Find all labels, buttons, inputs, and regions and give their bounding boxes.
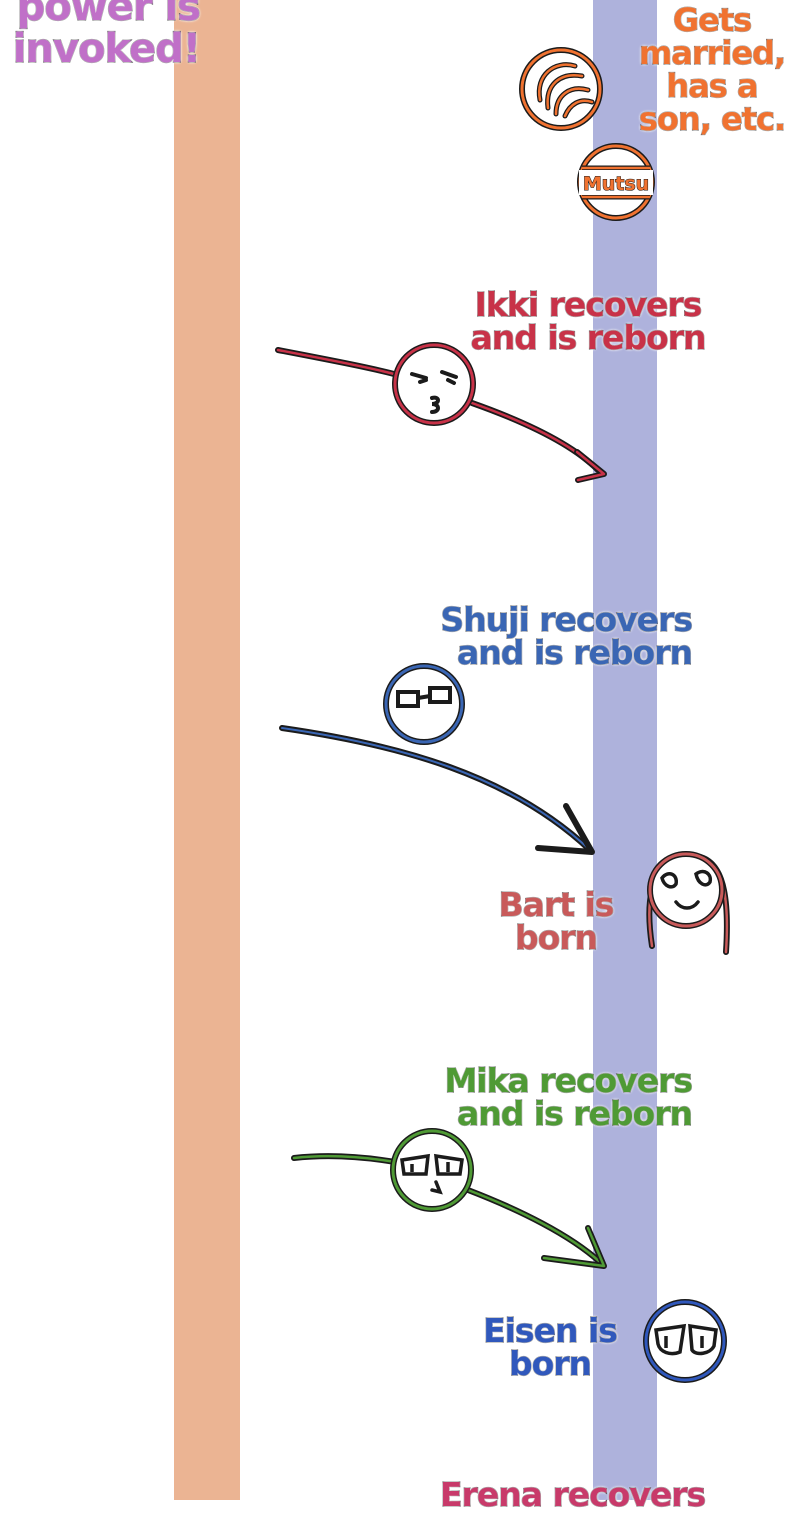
mutsu-character-icon: Mutsu bbox=[577, 143, 655, 221]
eisen-label: Eisen is born bbox=[482, 1311, 618, 1383]
ikki-arrow bbox=[275, 347, 607, 483]
bart-face-icon bbox=[646, 851, 730, 955]
mutsu-label: Mutsu bbox=[583, 173, 649, 195]
shuji-arrow bbox=[279, 725, 595, 855]
mika-face-icon bbox=[390, 1128, 474, 1212]
ikki-face-icon bbox=[392, 342, 476, 426]
bart-label: Bart is born bbox=[498, 885, 615, 957]
power-invoked-label: power is invoked! bbox=[12, 0, 201, 72]
eisen-face-icon bbox=[643, 1299, 727, 1383]
shuji-label: Shuji recovers and is reborn bbox=[440, 600, 694, 672]
bun-character-icon bbox=[519, 47, 603, 131]
ikki-label: Ikki recovers and is reborn bbox=[470, 285, 707, 357]
right-timeline-bar bbox=[593, 0, 657, 1500]
gets-married-label: Gets married, has a son, etc. bbox=[638, 1, 786, 138]
mika-label: Mika recovers and is reborn bbox=[444, 1061, 694, 1133]
left-timeline-bar bbox=[174, 0, 240, 1500]
mika-arrow bbox=[291, 1153, 607, 1269]
erena-label: Erena recovers bbox=[439, 1475, 706, 1514]
shuji-face-icon bbox=[383, 663, 465, 745]
